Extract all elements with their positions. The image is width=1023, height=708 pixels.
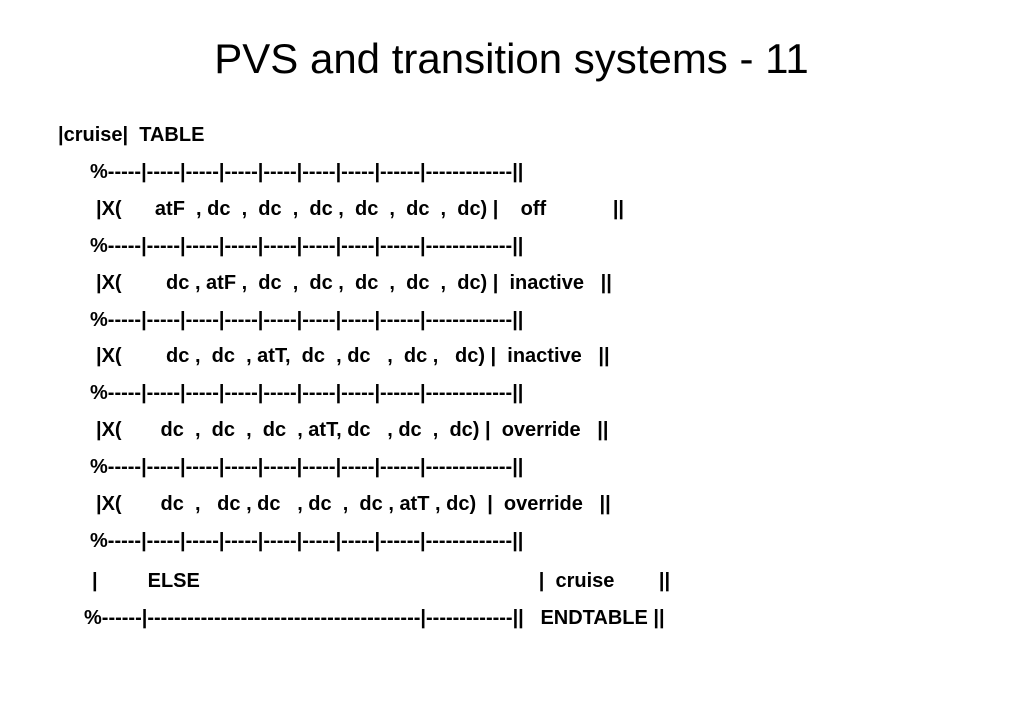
table-row-override-2: |X( dc , dc , dc , dc , dc , atT , dc) |… [96,493,611,515]
table-row-off: |X( atF , dc , dc , dc , dc , dc , dc) |… [96,198,625,220]
table-row-inactive-2: |X( dc , dc , atT, dc , dc , dc , dc) | … [96,345,610,367]
table-footer-endtable: %------|--------------------------------… [84,607,665,629]
table-separator-line: %-----|-----|-----|-----|-----|-----|---… [90,309,524,331]
table-row-override-1: |X( dc , dc , dc , atT, dc , dc , dc) | … [96,419,609,441]
table-separator-line: %-----|-----|-----|-----|-----|-----|---… [90,161,524,183]
table-separator-line: %-----|-----|-----|-----|-----|-----|---… [90,530,524,552]
slide-title: PVS and transition systems - 11 [214,35,809,82]
table-separator-line: %-----|-----|-----|-----|-----|-----|---… [90,382,524,404]
table-separator-line: %-----|-----|-----|-----|-----|-----|---… [90,456,524,478]
table-row-else: | ELSE | cruise || [92,570,671,592]
table-header-line: |cruise| TABLE [58,124,205,146]
table-separator-line: %-----|-----|-----|-----|-----|-----|---… [90,235,524,257]
table-row-inactive-1: |X( dc , atF , dc , dc , dc , dc , dc) |… [96,272,612,294]
